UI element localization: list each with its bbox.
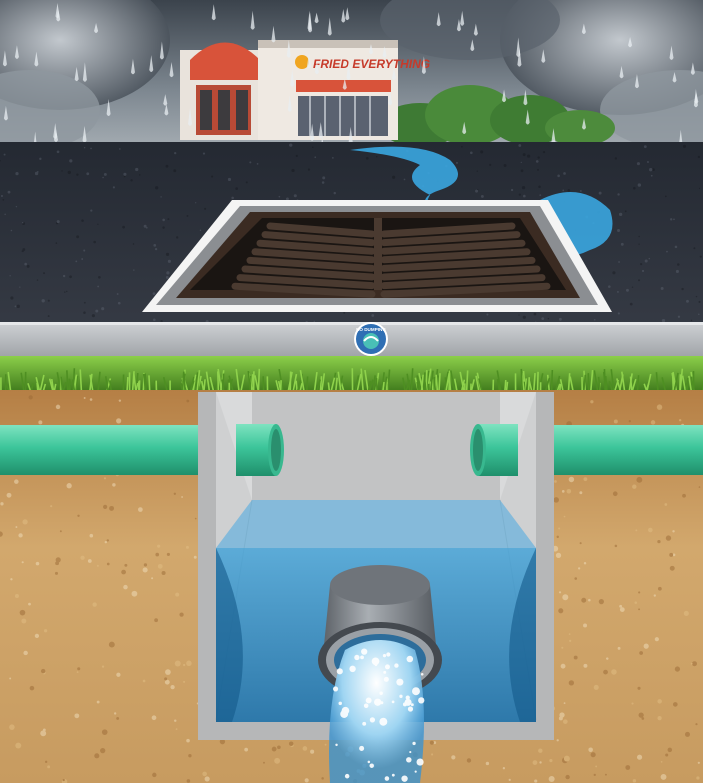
inlet-pipe-left xyxy=(0,425,210,475)
rain-drop-icon xyxy=(582,118,587,130)
rain-drop-icon xyxy=(163,94,168,106)
rain-drop-icon xyxy=(14,45,19,59)
rain-drop-icon xyxy=(462,121,467,135)
rain-drop-icon xyxy=(159,41,164,60)
rain-drop-icon xyxy=(391,68,396,80)
stormy-sky xyxy=(0,0,703,150)
rain-drop-icon xyxy=(551,128,556,144)
rain-drop-icon xyxy=(523,89,528,106)
basin-inlet-left xyxy=(236,424,284,476)
rain-drop-icon xyxy=(436,12,441,27)
rain-drop-icon xyxy=(310,123,315,141)
water-outflow xyxy=(329,640,425,783)
curb xyxy=(0,322,703,358)
rain-drop-icon xyxy=(525,109,530,125)
rain-drop-icon xyxy=(2,50,7,67)
rain-drop-icon xyxy=(74,66,79,82)
rain-drop-icon xyxy=(94,23,99,34)
fried-everything-store: FRIED EVERYTHING xyxy=(180,40,430,140)
store-sign: FRIED EVERYTHING xyxy=(313,57,430,71)
no-dumping-badge-icon: NO DUMPING xyxy=(354,322,388,356)
rain-drop-icon xyxy=(82,62,87,82)
rain-drop-icon xyxy=(421,56,426,74)
rain-drop-icon xyxy=(517,47,522,67)
rain-drop-icon xyxy=(307,10,312,31)
rain-drop-icon xyxy=(694,92,699,104)
rain-drop-icon xyxy=(634,73,639,89)
rain-drop-icon xyxy=(314,61,319,75)
rain-drop-icon xyxy=(341,8,346,23)
rain-drop-icon xyxy=(628,37,633,48)
rain-drop-icon xyxy=(348,126,353,144)
rain-drop-icon xyxy=(188,107,193,126)
rain-drop-icon xyxy=(56,9,61,22)
rain-drop-icon xyxy=(346,61,351,80)
no-dumping-label: NO DUMPING xyxy=(356,327,386,332)
rain-drop-icon xyxy=(314,12,319,24)
rain-drop-icon xyxy=(690,62,695,75)
storm-cloud-icon xyxy=(0,0,703,150)
inlet-pipe-right xyxy=(552,425,703,475)
rain-drop-icon xyxy=(211,4,216,21)
rain-drop-icon xyxy=(460,10,465,26)
rain-drop-icon xyxy=(290,69,295,87)
rain-drop-icon xyxy=(342,78,347,90)
rain-drop-icon xyxy=(473,23,478,36)
rain-drop-icon xyxy=(82,125,87,143)
rain-drop-icon xyxy=(106,98,111,116)
rain-drop-icon xyxy=(327,17,332,36)
rain-drop-icon xyxy=(34,51,39,67)
rain-drop-icon xyxy=(130,58,135,75)
rain-drop-icon xyxy=(164,104,169,116)
rain-drop-icon xyxy=(581,23,586,34)
store-logo-icon xyxy=(295,55,309,69)
rain-drop-icon xyxy=(672,72,677,83)
rain-drop-icon xyxy=(502,89,507,103)
rain-drop-icon xyxy=(541,49,546,63)
rain-drop-icon xyxy=(382,46,387,58)
rain-drop-icon xyxy=(3,105,8,121)
rain-drop-icon xyxy=(306,52,311,69)
rain-drop-icon xyxy=(345,7,350,21)
rain-drop-icon xyxy=(318,122,323,138)
rain-drop-icon xyxy=(669,45,674,60)
trees xyxy=(380,85,615,147)
catch-basin xyxy=(198,392,554,783)
rain-drop-icon xyxy=(619,65,624,79)
basin-inlet-right xyxy=(470,424,518,476)
storm-drain-grate-icon xyxy=(142,200,612,312)
rain-drop-icon xyxy=(169,62,174,78)
rain-drop-icon xyxy=(388,91,393,106)
rain-drop-icon xyxy=(456,19,461,32)
rain-drop-icon xyxy=(286,39,291,58)
rain-drop-icon xyxy=(287,95,292,112)
rain-drop-icon xyxy=(149,55,154,72)
rain-drop-icon xyxy=(368,44,373,55)
rain-drop-icon xyxy=(470,39,475,52)
rain xyxy=(2,2,699,155)
rain-drop-icon xyxy=(271,25,276,43)
rain-drop-icon xyxy=(53,129,58,143)
rain-drop-icon xyxy=(250,10,255,30)
grass-strip xyxy=(0,356,703,393)
